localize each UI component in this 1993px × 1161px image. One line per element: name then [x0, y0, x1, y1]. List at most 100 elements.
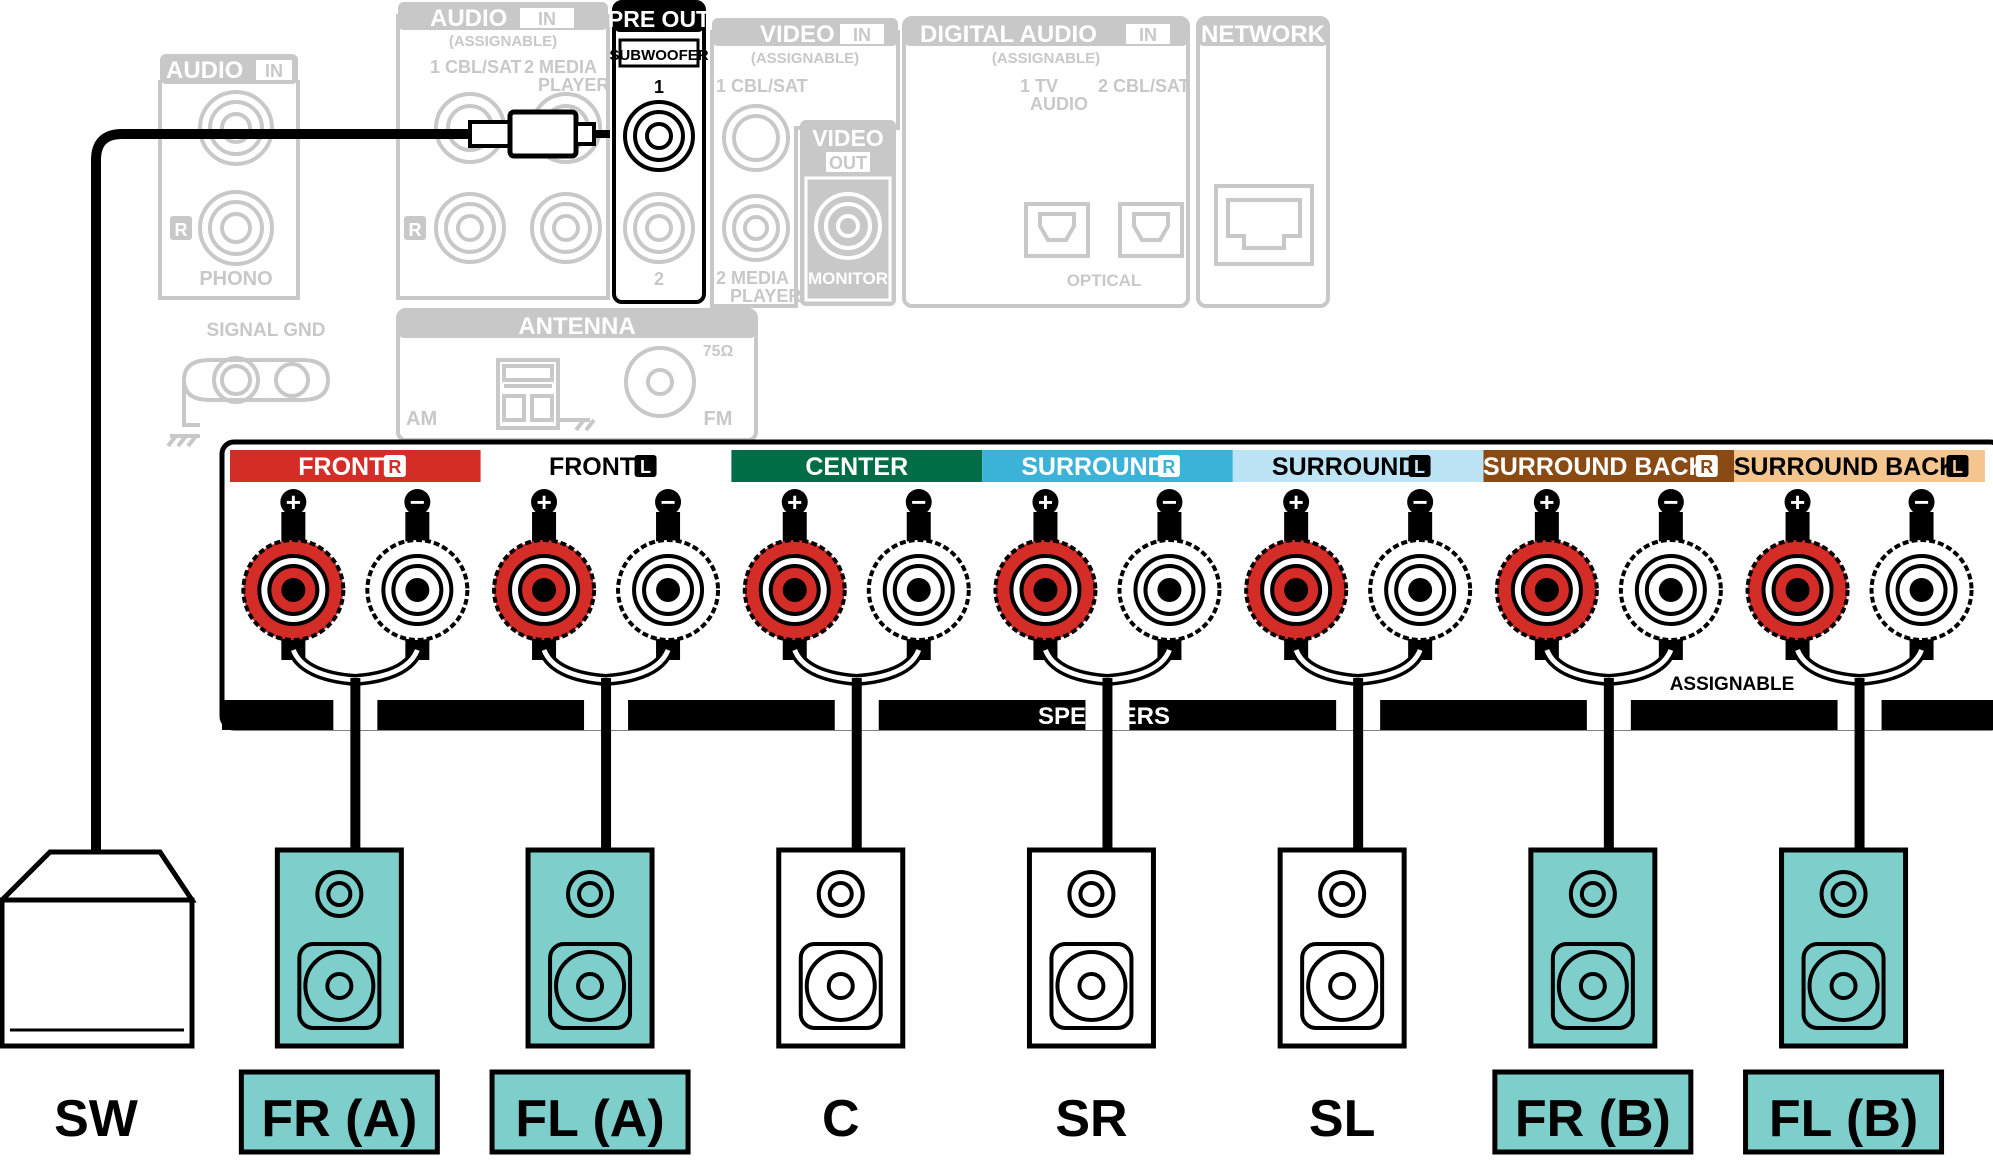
- speaker-0: FR (A): [238, 847, 440, 1155]
- network-port-icon: [1214, 184, 1314, 266]
- channel-side-1: L: [640, 457, 651, 477]
- channel-label-0: FRONT: [298, 453, 384, 481]
- digital-audio-tag: IN: [1139, 25, 1157, 45]
- antenna-impedance: 75Ω: [703, 343, 734, 360]
- terminal-pair-5[interactable]: +−: [1494, 487, 1723, 660]
- speaker-3: SR: [1026, 847, 1156, 1148]
- video-out-tag: OUT: [829, 153, 867, 173]
- minus-symbol-0: −: [410, 487, 425, 517]
- digital-cbl-sat-label: 2 CBL/SAT: [1098, 76, 1190, 96]
- audio-in-left-tag: IN: [265, 61, 283, 81]
- pre-out-section: PRE OUT SUBWOOFER 1 2: [608, 0, 710, 304]
- subwoofer-jack-2: [623, 192, 695, 264]
- speaker-cables: [287, 647, 1928, 850]
- speaker-label-box-6: [1743, 1069, 1945, 1155]
- phono-jack-r: [198, 190, 274, 266]
- speaker-cable-0: [287, 647, 423, 850]
- monitor-jack: [814, 192, 882, 260]
- speaker-terminals: +−+−+−+−+−+−+−: [241, 487, 1974, 660]
- plus-symbol-6: +: [1790, 487, 1805, 517]
- audio-in-cbl-sat-label: 1 CBL/SAT: [430, 57, 522, 77]
- video-in-section: VIDEO IN (ASSIGNABLE) 1 CBL/SAT 2 MEDIA …: [710, 18, 900, 308]
- audio-in-main-title: AUDIO: [430, 5, 507, 32]
- speaker-label-box-5: [1492, 1069, 1694, 1155]
- rear-panel: AUDIO IN R PHONO SIGNAL GND AUDIO: [158, 0, 1330, 448]
- pre-out-jack-1-label: 1: [654, 77, 664, 97]
- signal-gnd-label: SIGNAL GND: [207, 320, 326, 341]
- subwoofer-label: SW: [54, 1090, 139, 1148]
- optical-port-2: [1118, 202, 1184, 258]
- plus-terminal-2[interactable]: [742, 538, 847, 642]
- speaker-label-4: SL: [1309, 1090, 1375, 1148]
- plus-terminal-3[interactable]: [993, 538, 1098, 642]
- terminal-pair-4[interactable]: +−: [1244, 487, 1473, 660]
- audio-in-main-tag: IN: [538, 9, 556, 29]
- minus-terminal-1[interactable]: [616, 538, 721, 642]
- channel-side-5: R: [1700, 457, 1713, 477]
- audio-in-assignable-section: AUDIO IN (ASSIGNABLE) 1 CBL/SAT 2 MEDIA …: [396, 2, 610, 300]
- subwoofer-jack-1[interactable]: [623, 100, 695, 172]
- terminal-pair-0[interactable]: +−: [241, 487, 470, 660]
- pre-out-jack-2-label: 2: [654, 269, 664, 289]
- minus-terminal-2[interactable]: [866, 538, 971, 642]
- audio-in-r-mark: R: [409, 220, 422, 240]
- plus-terminal-0[interactable]: [241, 538, 346, 642]
- channel-side-6: L: [1952, 457, 1963, 477]
- plus-symbol-3: +: [1038, 487, 1053, 517]
- channel-label-1: FRONT: [549, 453, 635, 481]
- digital-tv-label-b: AUDIO: [1030, 94, 1088, 114]
- audio-in-jack-2-r: [530, 192, 602, 264]
- video-in-cbl-sat-label: 1 CBL/SAT: [716, 76, 808, 96]
- speaker-cable-4: [1290, 647, 1426, 850]
- terminal-pair-3[interactable]: +−: [993, 487, 1222, 660]
- minus-symbol-6: −: [1914, 487, 1929, 517]
- speaker-label-5: FR (B): [1515, 1090, 1671, 1148]
- pre-out-subtitle: SUBWOOFER: [609, 47, 708, 64]
- signal-gnd-section: SIGNAL GND: [166, 320, 331, 448]
- channel-label-2: CENTER: [805, 453, 908, 481]
- video-in-media-label-a: 2 MEDIA: [716, 268, 789, 288]
- optical-port-1: [1024, 202, 1090, 258]
- phono-jack-l: [198, 90, 274, 166]
- plus-symbol-2: +: [787, 487, 802, 517]
- pre-out-title: PRE OUT: [608, 6, 710, 32]
- video-in-subtitle: (ASSIGNABLE): [751, 50, 859, 67]
- minus-terminal-3[interactable]: [1117, 538, 1222, 642]
- monitor-label: MONITOR: [808, 269, 888, 288]
- phono-label: PHONO: [199, 268, 272, 290]
- audio-in-media-label-b: PLAYER: [538, 75, 609, 95]
- audio-in-jack-1-r: [434, 192, 506, 264]
- phono-r-mark: R: [175, 220, 188, 240]
- plus-terminal-5[interactable]: [1494, 538, 1599, 642]
- minus-terminal-4[interactable]: [1368, 538, 1473, 642]
- minus-terminal-0[interactable]: [365, 538, 470, 642]
- minus-terminal-6[interactable]: [1869, 538, 1974, 642]
- speaker-label-box-1: [489, 1069, 691, 1155]
- terminal-pair-1[interactable]: +−: [492, 487, 721, 660]
- digital-audio-title: DIGITAL AUDIO: [920, 21, 1097, 48]
- speaker-label-2: C: [822, 1090, 860, 1148]
- plus-terminal-4[interactable]: [1244, 538, 1349, 642]
- plus-terminal-1[interactable]: [492, 538, 597, 642]
- channel-side-0: R: [388, 457, 401, 477]
- subwoofer-cable: [91, 109, 610, 852]
- minus-symbol-4: −: [1413, 487, 1428, 517]
- network-title: NETWORK: [1201, 21, 1326, 48]
- plus-terminal-6[interactable]: [1745, 538, 1850, 642]
- speaker-cable-6: [1791, 647, 1928, 850]
- channel-side-4: L: [1414, 457, 1425, 477]
- speaker-label-6: FL (B): [1769, 1090, 1918, 1148]
- digital-audio-in-section: DIGITAL AUDIO IN (ASSIGNABLE) 1 TV AUDIO…: [902, 16, 1190, 308]
- audio-in-main-subtitle: (ASSIGNABLE): [449, 33, 557, 50]
- video-in-jack-1: [722, 104, 790, 172]
- video-out-section: VIDEO OUT MONITOR: [800, 120, 896, 306]
- antenna-section: ANTENNA AM FM 75Ω: [396, 308, 758, 442]
- antenna-fm-label: FM: [704, 408, 733, 430]
- minus-terminal-5[interactable]: [1618, 538, 1723, 642]
- video-out-title: VIDEO: [812, 125, 884, 151]
- speaker-2: C: [776, 847, 906, 1148]
- terminal-pair-2[interactable]: +−: [742, 487, 971, 660]
